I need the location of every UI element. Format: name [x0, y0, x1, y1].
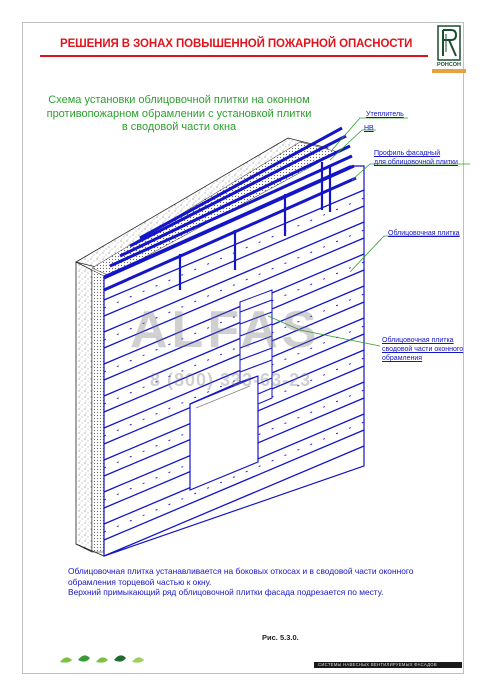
callout-profile-line2: для облицовочной плитки	[374, 159, 458, 166]
logo-underline	[432, 69, 466, 73]
page-frame	[22, 22, 464, 674]
header-rule	[40, 55, 428, 57]
callout-arch-line1: Облицовочная плитка	[382, 337, 454, 344]
page-header-title: РЕШЕНИЯ В ЗОНАХ ПОВЫШЕННОЙ ПОЖАРНОЙ ОПАС…	[60, 38, 413, 50]
callout-tile: Облицовочная плитка	[388, 230, 460, 237]
facade-profiles	[103, 126, 357, 292]
callout-arch-line3: обрамления	[382, 355, 423, 362]
figure-label: Рис. 5.3.0.	[262, 633, 299, 642]
wall-left-face	[75, 261, 93, 553]
logo-text: РОНСОН	[437, 62, 461, 68]
leader-lines	[267, 117, 470, 347]
brick-facade	[103, 165, 365, 557]
insulation-left-face	[91, 269, 105, 553]
caption-text: Облицовочная плитка устанавливается на б…	[68, 566, 448, 598]
reveal-tiles	[239, 299, 273, 395]
caption-line-3: Верхний примыкающий ряд облицовочной пли…	[68, 587, 384, 597]
watermark-phone: 8 (800) 333-63-23	[150, 370, 312, 390]
footer-text: СИСТЕМЫ НАВЕСНЫХ ВЕНТИЛИРУЕМЫХ ФАСАДОВ	[318, 662, 437, 667]
caption-line-1: Облицовочная плитка устанавливается на б…	[68, 566, 414, 576]
ronson-logo-icon	[437, 25, 461, 61]
callout-arch-line2: сводовой части оконного	[382, 346, 464, 353]
callout-profile-line1: Профиль фасадный	[374, 150, 441, 157]
vertical-brackets	[178, 162, 332, 290]
watermark-text: ALFAS	[130, 301, 321, 359]
window-opening	[189, 375, 259, 491]
caption-line-2: обрамления торцевой частью к окну.	[68, 576, 212, 587]
footer-birds-icon	[60, 655, 144, 663]
callout-insulation: Утеплитель	[366, 111, 404, 118]
scheme-title: Схема установки облицовочной плитки на о…	[46, 94, 312, 133]
callout-hv: НВ	[364, 125, 374, 132]
footer-bar	[314, 662, 462, 668]
